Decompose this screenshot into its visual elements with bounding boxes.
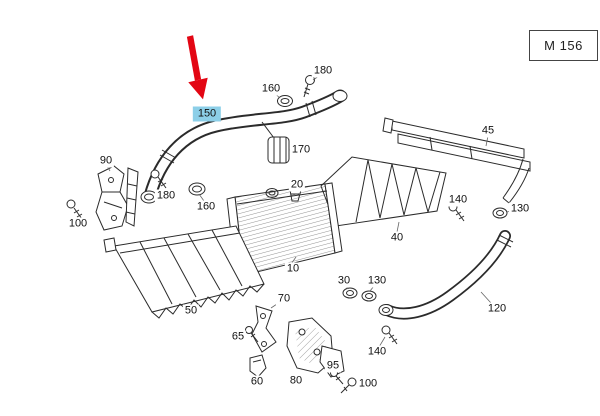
callout-90[interactable]: 90 — [97, 154, 115, 168]
washer-160-top-drawing — [273, 92, 293, 107]
callout-95[interactable]: 95 — [324, 359, 342, 373]
air-duct-40-drawing — [320, 156, 447, 233]
callout-20[interactable]: 20 — [288, 178, 306, 192]
callout-180-top[interactable]: 180 — [311, 64, 335, 78]
callout-80[interactable]: 80 — [287, 374, 305, 388]
support-rail-45-drawing — [382, 117, 531, 204]
callout-100-bottom[interactable]: 100 — [356, 377, 380, 391]
callout-100-left[interactable]: 100 — [66, 217, 90, 231]
callout-45[interactable]: 45 — [479, 124, 497, 138]
callout-130-right[interactable]: 130 — [508, 202, 532, 216]
washer-160-left-drawing — [188, 182, 206, 202]
callout-160-top[interactable]: 160 — [259, 82, 283, 96]
callout-130-mid[interactable]: 130 — [365, 274, 389, 288]
bolt-100-left-drawing — [66, 199, 83, 220]
callout-60[interactable]: 60 — [248, 375, 266, 389]
callout-140-right[interactable]: 140 — [446, 193, 470, 207]
bolt-140-bottom-drawing — [378, 325, 398, 348]
callout-150-selected[interactable]: 150 — [192, 106, 222, 122]
callout-30[interactable]: 30 — [335, 274, 353, 288]
washer-30-drawing — [342, 284, 358, 299]
upper-hose-150-drawing — [140, 89, 348, 204]
bolt-100-bottom-drawing — [340, 377, 357, 394]
washer-130-mid-drawing — [361, 285, 377, 302]
callout-170[interactable]: 170 — [289, 143, 313, 157]
air-duct-50-drawing — [103, 225, 265, 319]
clip-60-drawing — [249, 354, 267, 378]
bracket-90-drawing — [95, 165, 139, 231]
callout-70[interactable]: 70 — [275, 292, 293, 306]
callout-10[interactable]: 10 — [284, 262, 302, 276]
callout-50[interactable]: 50 — [182, 304, 200, 318]
bolt-180-left-drawing — [150, 169, 167, 189]
callout-180-left[interactable]: 180 — [154, 189, 178, 203]
bolt-180-top-drawing — [303, 75, 320, 98]
model-code-label: M 156 — [544, 38, 583, 53]
callout-65[interactable]: 65 — [229, 330, 247, 344]
highlight-arrow — [186, 35, 208, 100]
callout-160-left[interactable]: 160 — [194, 200, 218, 214]
bolt-65-drawing — [245, 326, 259, 343]
model-code-box: M 156 — [529, 30, 598, 61]
bracket-70-drawing — [251, 301, 281, 353]
callout-120[interactable]: 120 — [485, 302, 509, 316]
bracket-80-drawing — [286, 317, 345, 378]
callout-40[interactable]: 40 — [388, 231, 406, 245]
callout-140-bottom[interactable]: 140 — [365, 345, 389, 359]
lower-hose-120-drawing — [378, 230, 514, 320]
